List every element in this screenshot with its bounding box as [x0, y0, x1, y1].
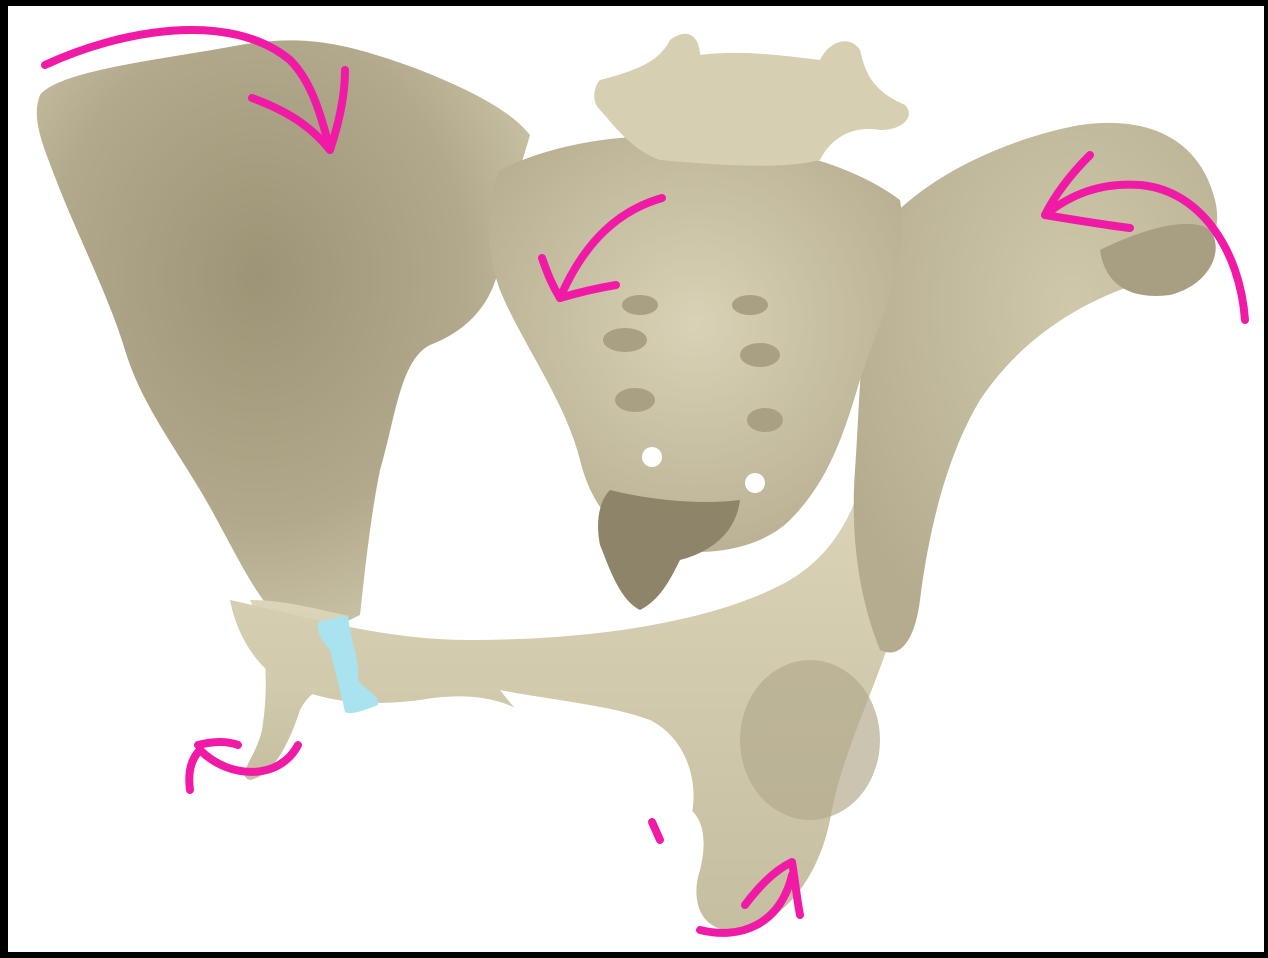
left-ilium	[37, 40, 530, 631]
pelvis-illustration	[8, 6, 1264, 952]
right-ilium	[854, 123, 1217, 653]
illustration-canvas	[8, 6, 1264, 952]
right-acetabulum	[740, 660, 880, 820]
arrow-left-ischium-head	[198, 742, 238, 745]
lumbar-vertebra	[594, 34, 909, 166]
sacrum	[489, 136, 902, 552]
